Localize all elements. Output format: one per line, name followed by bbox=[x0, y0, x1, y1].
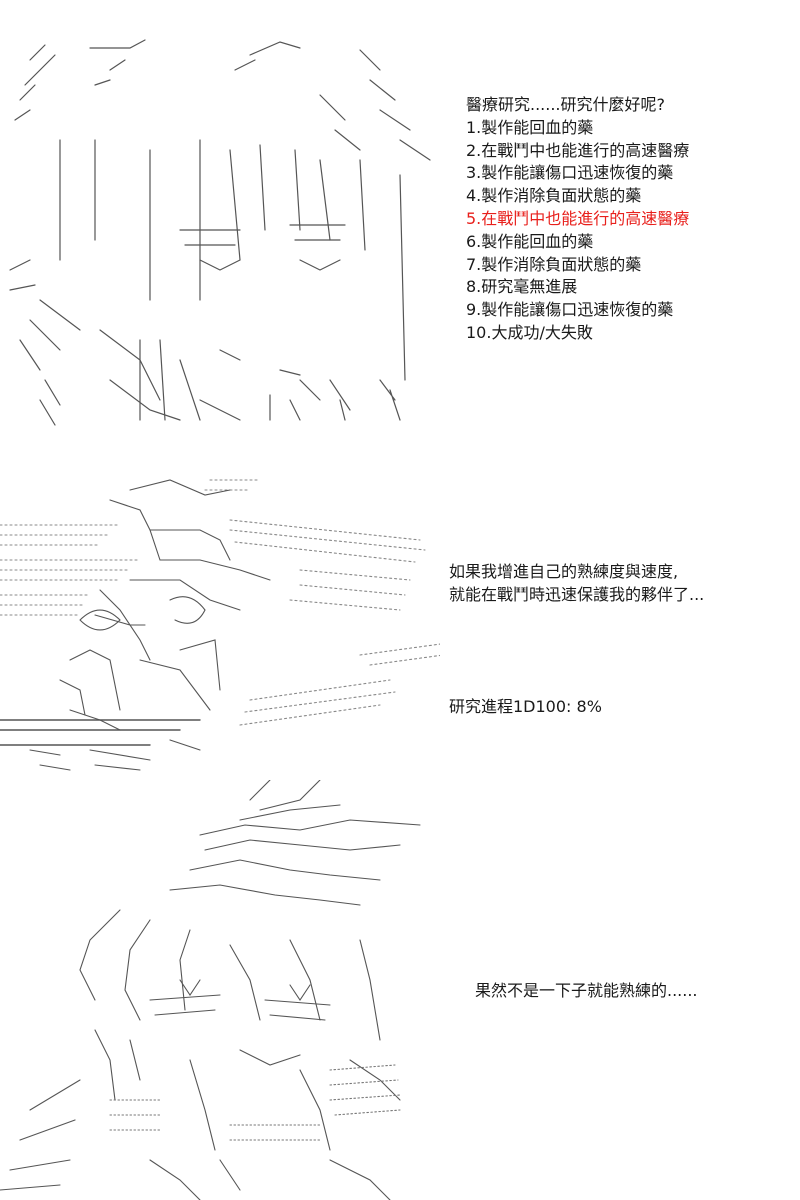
option-7: 7.製作消除負面狀態的藥 bbox=[466, 254, 642, 274]
option-5-highlighted: 5.在戰鬥中也能進行的高速醫療 bbox=[466, 208, 690, 228]
ascii-art-action-pose bbox=[0, 450, 440, 780]
option-2: 2.在戰鬥中也能進行的高速醫療 bbox=[466, 140, 690, 160]
dialogue-line-2: 就能在戰鬥時迅速保護我的夥伴了... bbox=[449, 585, 705, 604]
option-3: 3.製作能讓傷口迅速恢復的藥 bbox=[466, 163, 674, 183]
option-1: 1.製作能回血的藥 bbox=[466, 117, 594, 137]
research-options-list: 醫療研究......研究什麼好呢? 1.製作能回血的藥 2.在戰鬥中也能進行的高… bbox=[466, 94, 689, 345]
option-9: 9.製作能讓傷口迅速恢復的藥 bbox=[466, 300, 674, 320]
option-6: 6.製作能回血的藥 bbox=[466, 231, 594, 251]
dialogue-line-1: 如果我增進自己的熟練度與速度, bbox=[449, 562, 679, 581]
panel-skill-practice: 如果我增進自己的熟練度與速度, 就能在戰鬥時迅速保護我的夥伴了... 研究進程1… bbox=[0, 450, 800, 780]
dialogue-skill-goal: 如果我增進自己的熟練度與速度, 就能在戰鬥時迅速保護我的夥伴了... bbox=[449, 560, 704, 606]
option-10: 10.大成功/大失敗 bbox=[466, 322, 593, 342]
menu-title: 醫療研究......研究什麼好呢? bbox=[466, 95, 666, 114]
option-8: 8.研究毫無進展 bbox=[466, 277, 578, 297]
panel-research-choice: 醫療研究......研究什麼好呢? 1.製作能回血的藥 2.在戰鬥中也能進行的高… bbox=[0, 0, 800, 450]
ascii-art-character-closeup bbox=[0, 780, 440, 1200]
ascii-art-character-portrait bbox=[0, 0, 440, 440]
research-progress-roll: 研究進程1D100: 8% bbox=[449, 697, 602, 716]
panel-result: 果然不是一下子就能熟練的...... bbox=[0, 780, 800, 1200]
option-4: 4.製作消除負面狀態的藥 bbox=[466, 186, 642, 206]
dialogue-result: 果然不是一下子就能熟練的...... bbox=[475, 981, 698, 1000]
